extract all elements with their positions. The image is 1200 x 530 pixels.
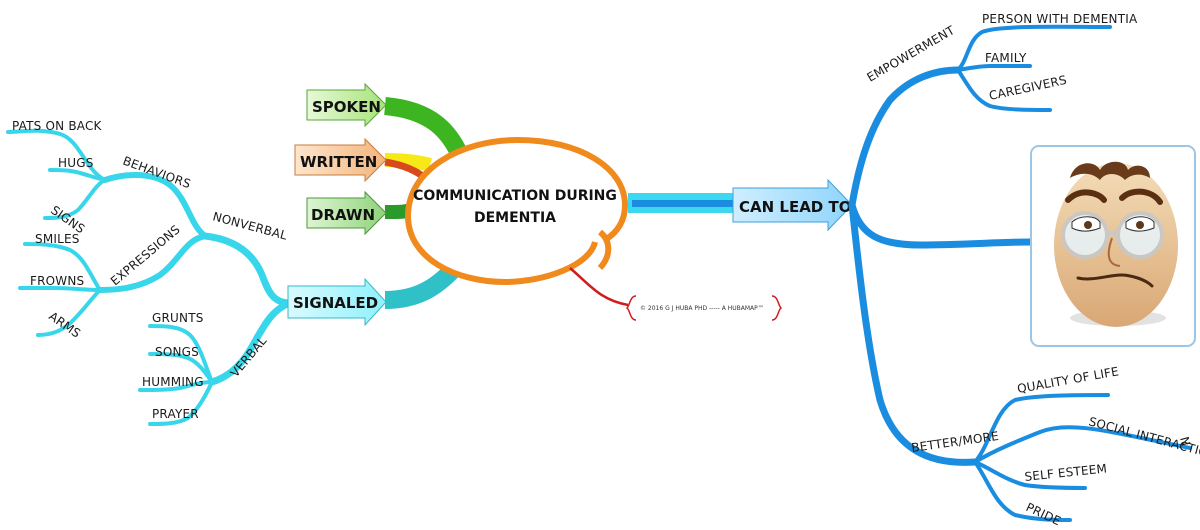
leaf-caregivers: CAREGIVERS: [988, 73, 1068, 103]
input-written: WRITTEN: [300, 153, 377, 171]
signaled-tree: [6, 128, 294, 426]
leaf-person-with-dementia: PERSON WITH DEMENTIA: [982, 12, 1138, 26]
leaf-family: FAMILY: [985, 51, 1027, 65]
leaf-social-interaction-end: N: [1177, 435, 1193, 447]
center-node: COMMUNICATION DURING DEMENTIA: [404, 136, 629, 286]
outcome-can-lead-to: CAN LEAD TO: [739, 198, 851, 216]
input-spoken: SPOKEN: [312, 98, 381, 116]
branch-verbal: VERBAL: [228, 334, 270, 380]
center-title-line2: DEMENTIA: [474, 210, 556, 226]
branch-empowerment: EMPOWERMENT: [865, 23, 958, 85]
input-arrows: SPOKEN WRITTEN DRAWN SIGNALED: [287, 82, 387, 327]
leaf-humming: HUMMING: [142, 375, 204, 389]
leaf-quality-of-life: QUALITY OF LIFE: [1016, 364, 1120, 396]
leaf-songs: SONGS: [155, 345, 199, 359]
leaf-hugs: HUGS: [58, 156, 94, 170]
branch-expressions: EXPRESSIONS: [108, 222, 183, 288]
input-signaled: SIGNALED: [293, 294, 378, 312]
leaf-smiles: SMILES: [35, 232, 80, 246]
egg-face-icon: [1054, 161, 1178, 327]
copyright-text: © 2016 G J HUBA PHD ----- A HUBAMAP™: [640, 305, 764, 312]
outcome-connector: [628, 193, 735, 213]
input-drawn: DRAWN: [311, 206, 375, 224]
outcome-arrow: CAN LEAD TO: [732, 178, 853, 232]
signaled-labels: PATS ON BACK HUGS SIGNS BEHAVIORS NONVER…: [12, 119, 289, 421]
leaf-pride: PRIDE: [1024, 500, 1063, 528]
leaf-grunts: GRUNTS: [152, 311, 204, 325]
leaf-pats-on-back: PATS ON BACK: [12, 119, 103, 133]
egg-face-image: [1030, 145, 1196, 347]
leaf-prayer: PRAYER: [152, 407, 199, 421]
branch-better-more: BETTER/MORE: [910, 429, 999, 455]
center-title-line1: COMMUNICATION DURING: [413, 188, 617, 204]
outcome-tree: [848, 24, 1192, 522]
leaf-frowns: FROWNS: [30, 274, 84, 288]
copyright: © 2016 G J HUBA PHD ----- A HUBAMAP™: [569, 267, 783, 321]
leaf-self-esteem: SELF ESTEEM: [1024, 461, 1108, 484]
